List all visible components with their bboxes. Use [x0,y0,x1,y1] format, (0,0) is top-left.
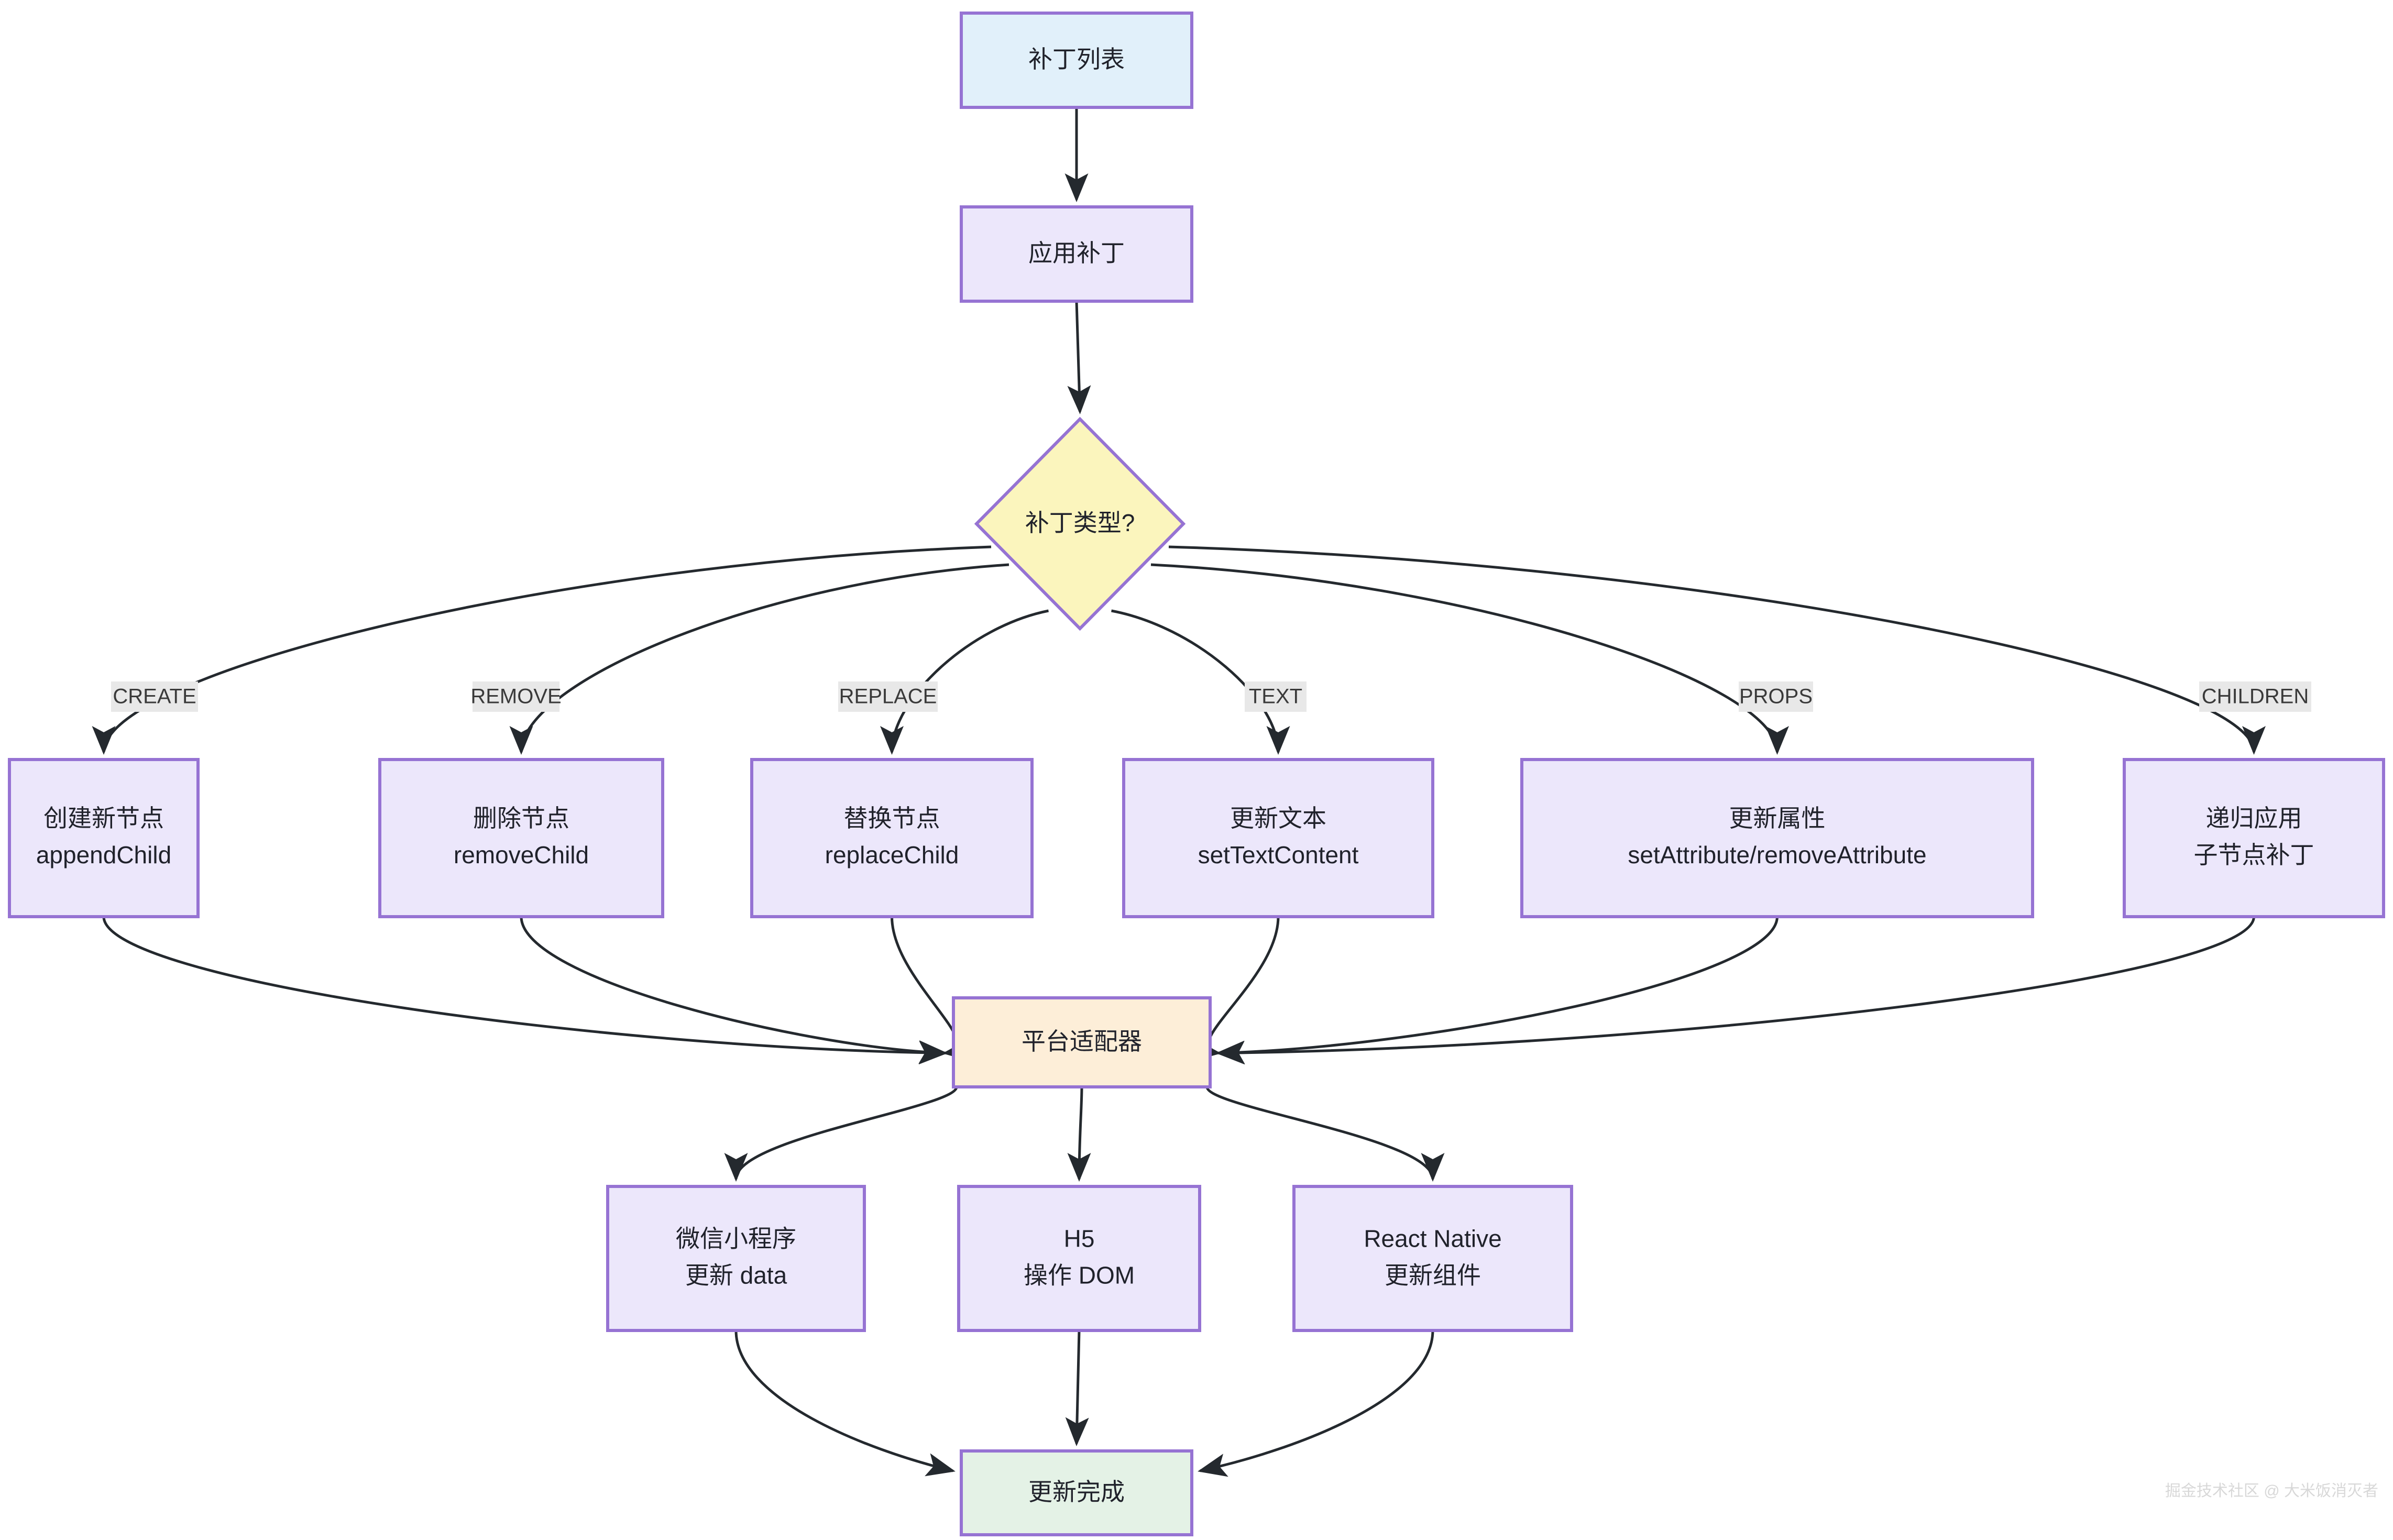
label-props-bg [1739,681,1813,712]
node-label-react-native: React Native [1364,1225,1501,1252]
node-shape-adapter [952,996,1212,1088]
edges-layer [92,107,2266,1477]
label-children: CHILDREN [2199,681,2311,712]
node-sublabel-remove-node: removeChild [454,841,589,868]
edge-e-remove-adapter [520,916,948,1064]
edge-e-type-create [92,545,992,755]
edge-e-type-children [1168,545,2266,755]
node-label-patch-type: 补丁类型? [1025,509,1135,536]
edge-e-text-adapter [1191,916,1280,1062]
node-sublabel-recursive: 子节点补丁 [2194,841,2314,868]
node-label-replace-node: 替换节点 [844,805,940,832]
node-sublabel-replace-node: replaceChild [825,841,959,868]
node-shape-patch-type [974,416,1186,631]
node-label-adapter: 平台适配器 [1022,1028,1142,1055]
node-sublabel-create-node: appendChild [36,841,171,868]
node-shape-remove-node [378,758,664,918]
node-remove-node[interactable]: 删除节点 removeChild [378,758,664,918]
node-shape-patch-list [960,12,1193,109]
edge-e-h5-done [1065,1330,1089,1446]
node-update-text[interactable]: 更新文本 setTextContent [1122,758,1434,918]
label-text-bg [1245,681,1307,712]
node-shape-replace-node [750,758,1034,918]
node-adapter[interactable]: 平台适配器 [952,996,1212,1088]
watermark-label: 掘金技术社区 @ 大米饭消灭者 [2165,1482,2378,1500]
node-create-node[interactable]: 创建新节点 appendChild [8,758,200,918]
label-remove: REMOVE [470,681,562,712]
node-sublabel-update-props: setAttribute/removeAttribute [1628,841,1926,868]
node-label-done: 更新完成 [1028,1478,1125,1505]
label-children-bg [2199,681,2311,712]
label-props: PROPS [1739,681,1813,712]
label-replace: REPLACE [838,681,938,712]
node-shape-create-node [8,758,200,918]
edge-e-type-replace [880,609,1049,755]
node-label-update-text: 更新文本 [1230,805,1326,832]
edge-e-type-text [1111,609,1290,755]
edge-e-adapter-wechat [724,1086,958,1182]
node-label-wechat: 微信小程序 [676,1225,796,1252]
label-props-text: PROPS [1739,685,1813,708]
label-create-bg [111,681,198,712]
node-label-remove-node: 删除节点 [473,805,569,832]
edge-e-type-remove [509,563,1009,755]
node-shape-wechat [606,1185,866,1332]
node-label-patch-list: 补丁列表 [1028,46,1125,73]
node-done[interactable]: 更新完成 [960,1449,1193,1536]
label-remove-bg [473,681,559,712]
label-text: TEXT [1245,681,1307,712]
label-remove-text: REMOVE [470,685,561,708]
edge-e-children-adapter [1216,916,2255,1065]
label-children-text: CHILDREN [2202,685,2309,708]
node-patch-list[interactable]: 补丁列表 [960,12,1193,109]
node-label-apply-patch: 应用补丁 [1028,239,1125,267]
node-h5[interactable]: H5 操作 DOM [957,1185,1201,1332]
label-replace-text: REPLACE [839,685,937,708]
edge-e-apply-type [1067,301,1091,414]
edge-e-wechat-done [734,1330,956,1477]
node-apply-patch[interactable]: 应用补丁 [960,205,1193,303]
edge-e-adapter-rn [1205,1086,1445,1182]
node-label-update-props: 更新属性 [1729,805,1826,832]
node-label-recursive: 递归应用 [2206,805,2302,832]
node-shape-react-native [1292,1185,1573,1332]
edge-e-replace-adapter [891,916,973,1062]
label-replace-bg [838,681,938,712]
node-sublabel-react-native: 更新组件 [1385,1262,1481,1289]
edge-e-rn-done [1198,1330,1434,1477]
watermark-layer: 掘金技术社区 @ 大米饭消灭者 [2165,1482,2378,1500]
node-sublabel-update-text: setTextContent [1198,841,1359,868]
node-shape-recursive [2123,758,2385,918]
label-create: CREATE [111,681,198,712]
label-text-text: TEXT [1249,685,1302,708]
node-update-props[interactable]: 更新属性 setAttribute/removeAttribute [1520,758,2034,918]
edge-labels-layer: CREATE REMOVE REPLACE TEXT PROPS CHILDREN [111,681,2311,712]
node-patch-type[interactable]: 补丁类型? [974,416,1186,631]
node-shape-h5 [957,1185,1201,1332]
edge-e-props-adapter [1216,916,1779,1064]
node-react-native[interactable]: React Native 更新组件 [1292,1185,1573,1332]
node-shape-apply-patch [960,205,1193,303]
edge-e-type-props [1150,563,1789,755]
node-sublabel-h5: 操作 DOM [1024,1262,1135,1289]
node-shape-update-text [1122,758,1434,918]
edge-e-adapter-h5 [1067,1086,1091,1182]
node-label-create-node: 创建新节点 [43,805,164,832]
node-shape-done [960,1449,1193,1536]
node-sublabel-wechat: 更新 data [685,1262,787,1289]
edge-e-create-adapter [102,916,948,1065]
node-shape-update-props [1520,758,2034,918]
label-create-text: CREATE [113,685,196,708]
node-replace-node[interactable]: 替换节点 replaceChild [750,758,1034,918]
node-label-h5: H5 [1064,1225,1095,1252]
